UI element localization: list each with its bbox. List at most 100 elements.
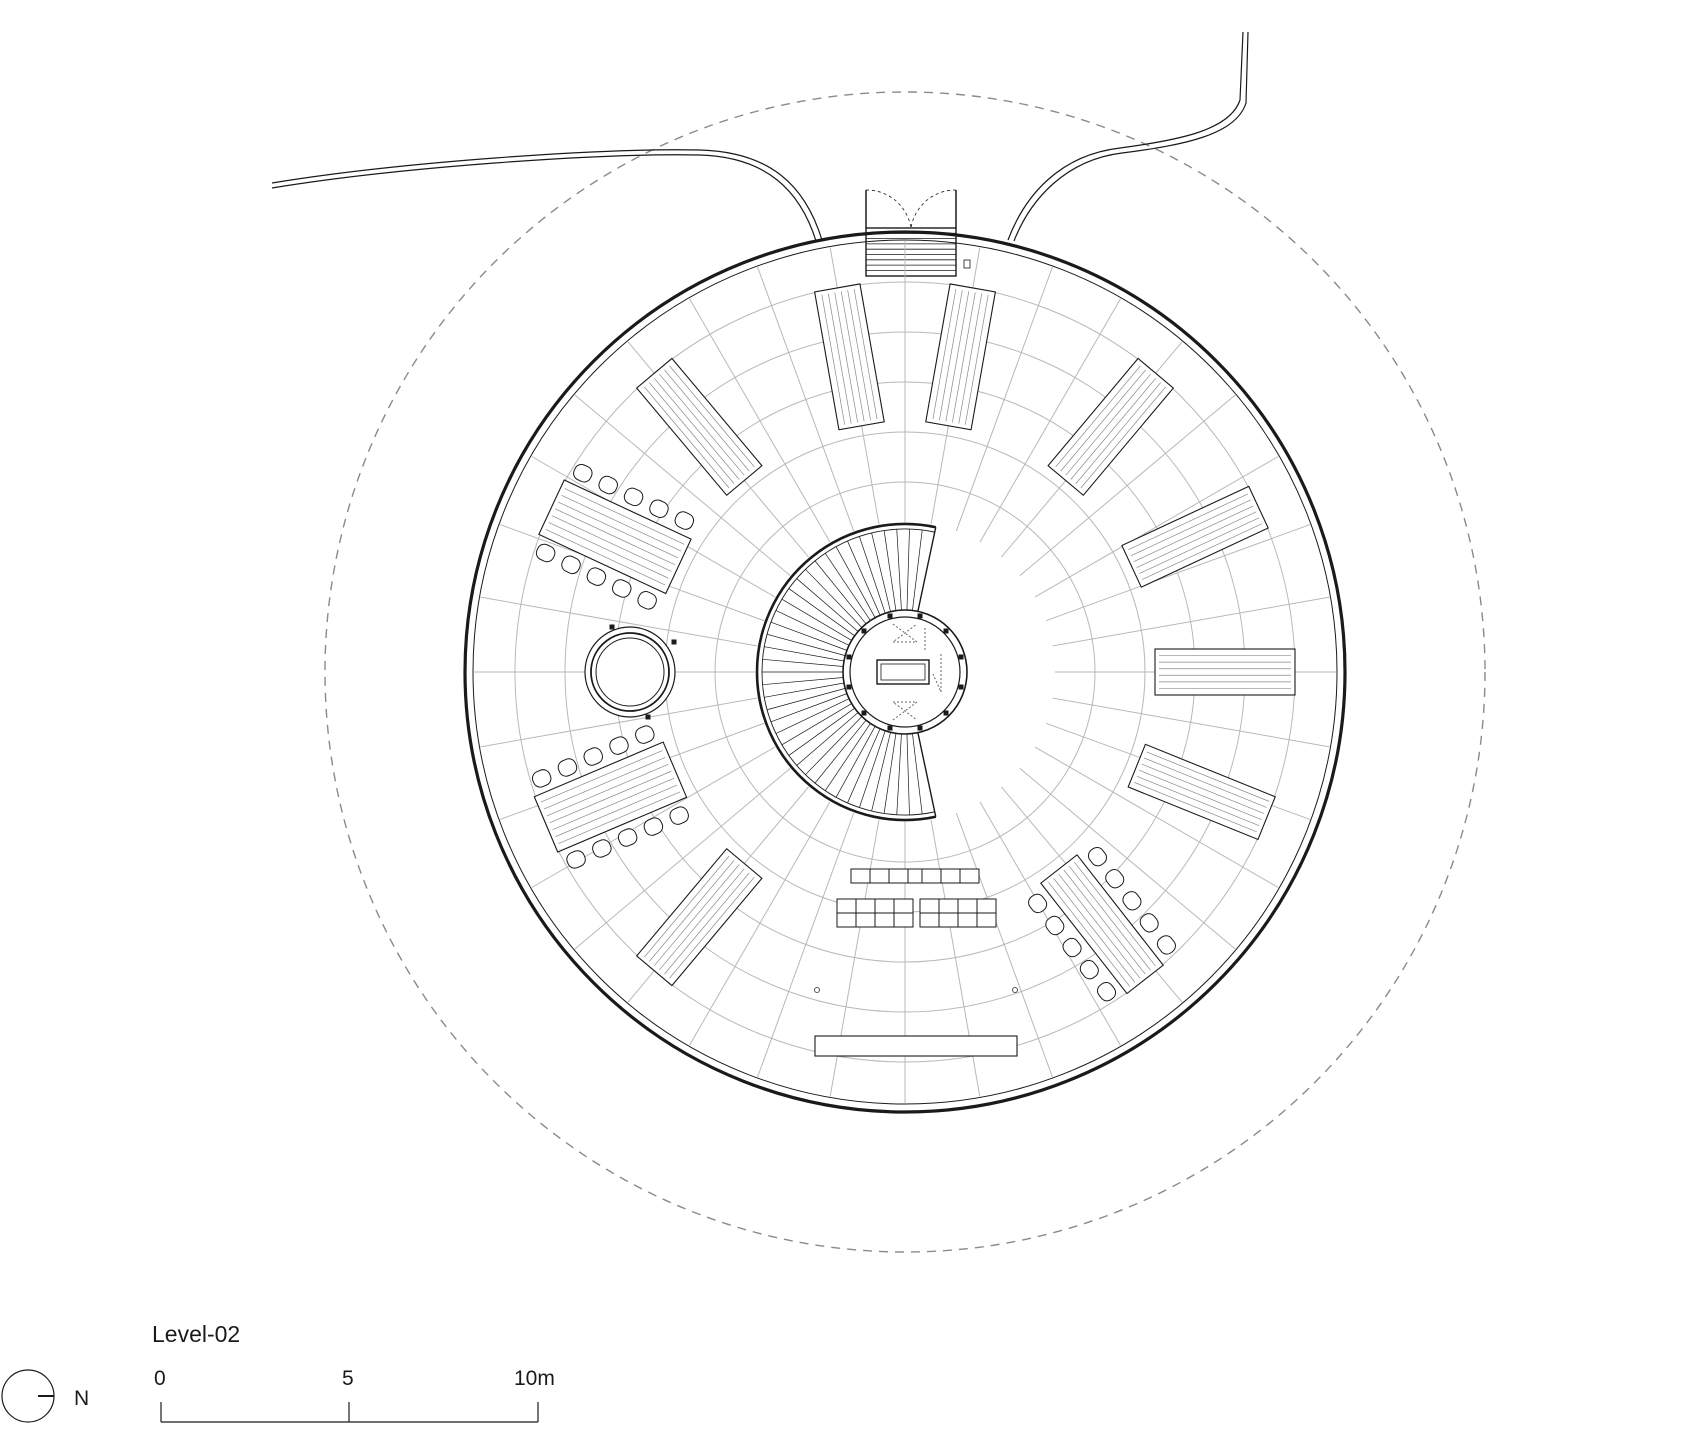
chair bbox=[1156, 935, 1176, 955]
desk-top bbox=[635, 357, 763, 497]
stair-tread bbox=[906, 733, 910, 815]
seat bbox=[874, 912, 895, 928]
desk-stripe bbox=[1048, 882, 1130, 987]
stair-tread bbox=[762, 677, 844, 686]
chair bbox=[1105, 869, 1125, 889]
seat bbox=[836, 912, 857, 928]
desk-stripe bbox=[945, 291, 970, 422]
desk-stripe bbox=[1055, 365, 1141, 468]
desk-stripe bbox=[964, 294, 989, 425]
desk bbox=[1154, 648, 1296, 696]
meeting-table bbox=[531, 725, 689, 869]
stair-tread bbox=[883, 733, 897, 814]
chair bbox=[1087, 846, 1107, 867]
chair bbox=[573, 463, 593, 483]
core-post bbox=[861, 710, 867, 716]
desk-stripe bbox=[853, 288, 878, 420]
seating-block bbox=[921, 868, 980, 884]
seat bbox=[957, 898, 978, 914]
desk-stripe bbox=[546, 764, 669, 817]
right-path-outer bbox=[1007, 31, 1244, 241]
desk-stripe bbox=[558, 501, 679, 559]
desk-stripe bbox=[951, 292, 976, 423]
core-post bbox=[958, 654, 964, 660]
stair-end bbox=[917, 527, 937, 612]
stair-tread bbox=[788, 707, 855, 756]
desk-stripe bbox=[1133, 505, 1254, 562]
stair-outer-rail bbox=[755, 522, 937, 822]
desk-top bbox=[1040, 854, 1165, 995]
desk-stripe bbox=[1144, 757, 1267, 808]
desk-stripe bbox=[840, 291, 865, 422]
stair-tread bbox=[805, 716, 863, 775]
desk-stripe bbox=[1080, 386, 1166, 489]
desk-stripe bbox=[659, 868, 745, 971]
core-post bbox=[917, 725, 923, 731]
desk-stripe bbox=[664, 369, 750, 472]
grid-radial bbox=[942, 775, 1053, 1078]
desk-stripe bbox=[669, 365, 755, 468]
chair bbox=[674, 511, 695, 530]
chair bbox=[566, 850, 586, 869]
grid-radial bbox=[959, 298, 1121, 577]
desk-top bbox=[635, 847, 763, 987]
stair-tread bbox=[766, 688, 846, 711]
desk-stripe bbox=[555, 784, 678, 837]
desk-stripe bbox=[1139, 517, 1260, 574]
desk-stripe bbox=[1136, 511, 1257, 568]
grid-radial bbox=[480, 690, 797, 748]
desk-top bbox=[813, 283, 885, 431]
desk-stripe bbox=[555, 508, 675, 565]
chair bbox=[592, 839, 612, 858]
desk-chairs bbox=[1028, 846, 1176, 1002]
stair-tread bbox=[770, 693, 848, 723]
stair-tread bbox=[781, 703, 852, 746]
desk-stripe bbox=[543, 757, 666, 810]
desk-stripe bbox=[549, 770, 672, 824]
grid-radial bbox=[942, 266, 1053, 569]
stair-tread bbox=[775, 610, 850, 646]
meeting-table bbox=[535, 463, 695, 610]
chair bbox=[1122, 891, 1142, 911]
scale-tick-10m: 10m bbox=[514, 1367, 555, 1390]
stair-tread bbox=[805, 569, 863, 628]
chair bbox=[635, 725, 655, 744]
core-dotted-structure bbox=[891, 623, 942, 721]
chair bbox=[531, 769, 552, 788]
door-swing-right bbox=[910, 189, 957, 229]
stair-tread bbox=[835, 726, 876, 798]
desk-stripe bbox=[1136, 775, 1260, 827]
grid-radial bbox=[757, 775, 868, 1078]
desk-stripe bbox=[1146, 751, 1270, 802]
core-post bbox=[887, 613, 893, 619]
stair-tread bbox=[824, 723, 871, 791]
chair bbox=[1062, 937, 1082, 958]
desk-stripe bbox=[1075, 382, 1161, 484]
seat bbox=[940, 868, 961, 884]
seat bbox=[976, 912, 997, 928]
desks bbox=[635, 283, 1296, 995]
site-boundary-dashed-circle bbox=[324, 91, 1486, 1253]
stair-tread bbox=[847, 540, 881, 616]
stair-tread bbox=[781, 598, 852, 641]
seat bbox=[836, 898, 857, 914]
stair-tread bbox=[770, 621, 848, 651]
stair-tread bbox=[896, 529, 902, 611]
right-path-inner bbox=[1013, 31, 1249, 242]
desk-stripe bbox=[644, 855, 730, 958]
access-paths bbox=[271, 31, 1249, 242]
seating-block bbox=[850, 868, 928, 884]
desk-stripe bbox=[1065, 373, 1151, 476]
seat bbox=[874, 898, 895, 914]
desk-stripe bbox=[1063, 869, 1146, 975]
stair-tread bbox=[871, 532, 891, 612]
core-post bbox=[861, 628, 867, 634]
seat bbox=[919, 912, 940, 928]
grid-radial bbox=[1000, 726, 1279, 888]
grid-radial bbox=[757, 266, 868, 569]
desk bbox=[925, 283, 997, 431]
desk-stripe bbox=[649, 860, 735, 962]
stair-tread bbox=[871, 732, 891, 812]
desk-stripe bbox=[664, 872, 750, 975]
desk-top bbox=[1127, 743, 1276, 841]
